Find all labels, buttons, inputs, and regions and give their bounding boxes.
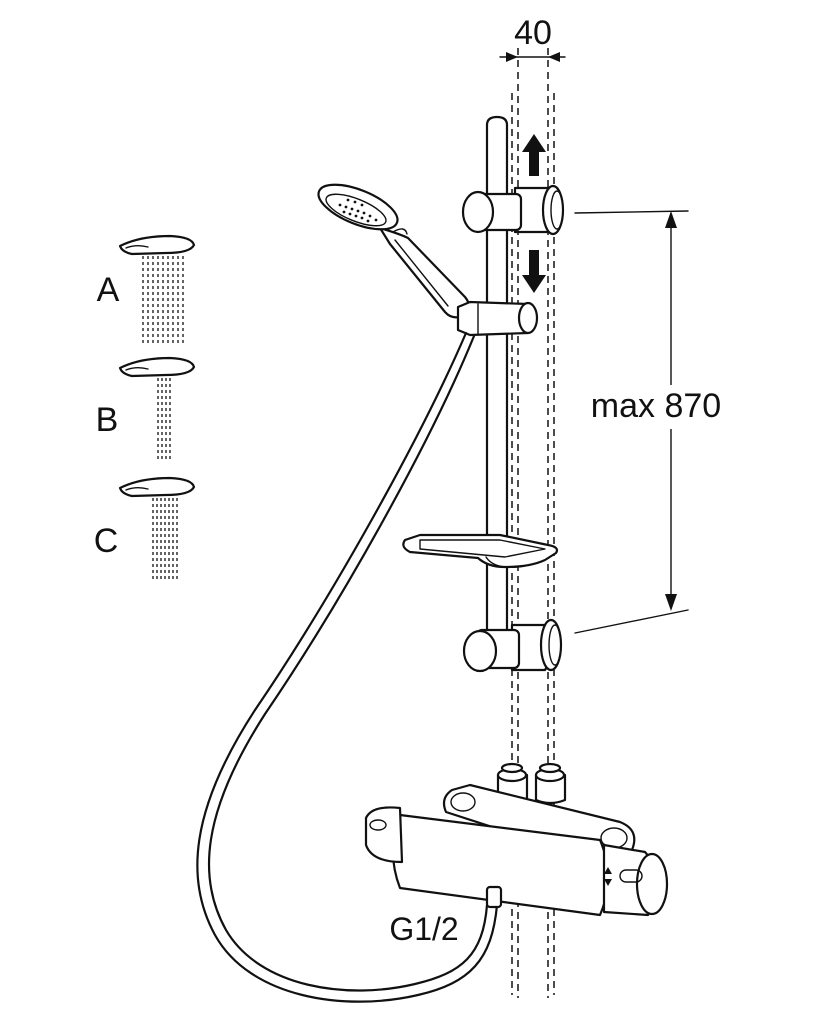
- temp-arrow-up-icon: [604, 867, 612, 874]
- rail-spacing-dimension: 40: [499, 14, 566, 62]
- spray-mode-a: A: [97, 234, 196, 346]
- arrow-down-icon: [522, 250, 546, 293]
- spray-nozzles: [338, 198, 378, 223]
- thermostatic-mixer: [364, 762, 669, 917]
- spray-mode-a-label: A: [97, 271, 120, 309]
- max-height-label: max 870: [591, 387, 721, 425]
- arrow-up-icon: [522, 134, 546, 176]
- spray-a-jets: [142, 256, 184, 346]
- max-height-dimension: max 870: [574, 210, 732, 634]
- spray-mode-c: C: [94, 476, 196, 582]
- rail-spacing-label: 40: [514, 14, 552, 52]
- slide-rail: [485, 115, 509, 657]
- spray-mode-b: B: [96, 356, 196, 462]
- bottom-wall-bracket: [462, 618, 563, 673]
- mixer-outlet: [485, 885, 503, 909]
- spray-c-jets: [152, 498, 178, 582]
- soap-dish: [402, 533, 559, 569]
- temp-arrow-down-icon: [604, 879, 612, 886]
- spray-b-jets: [157, 378, 171, 462]
- thread-size-label: G1/2: [389, 911, 458, 947]
- top-wall-bracket: [461, 184, 565, 236]
- spray-mode-c-label: C: [94, 522, 119, 560]
- hand-shower: [317, 183, 471, 319]
- spray-mode-b-label: B: [96, 401, 119, 439]
- shower-holder: [456, 300, 539, 337]
- adjust-arrows: [522, 134, 546, 293]
- shower-hose: [196, 331, 499, 1003]
